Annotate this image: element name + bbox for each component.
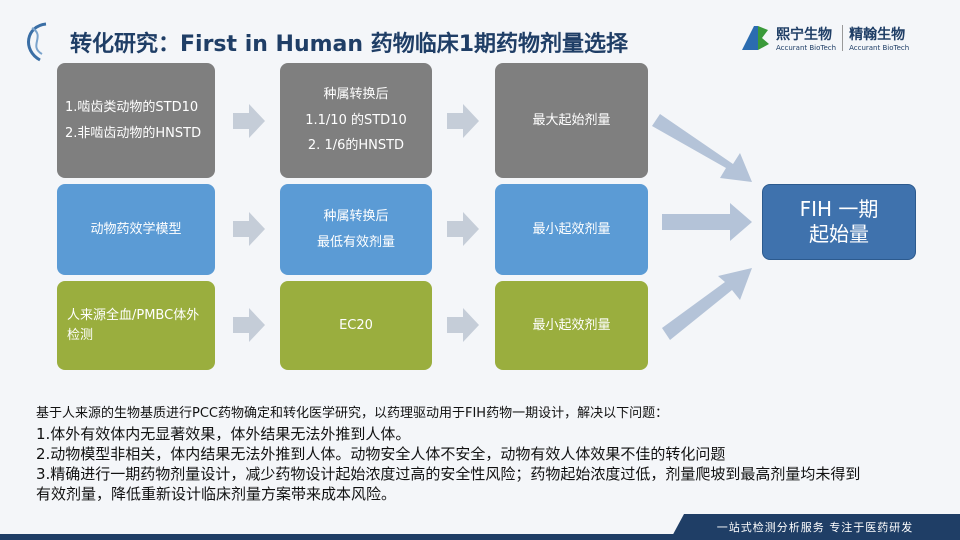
- box-text: 最低有效剂量: [316, 234, 395, 250]
- arrow-diagonal-up-icon: [662, 268, 752, 340]
- logo1-cn: 熙宁生物: [776, 27, 832, 43]
- box-text: 2.非啮齿动物的HNSTD: [65, 125, 202, 141]
- footer-slogan: 一站式检测分析服务 专注于医药研发: [670, 514, 960, 540]
- point-3: 3.精确进行一期药物剂量设计，减少药物设计起始浓度过高的安全性风险；药物起始浓度…: [36, 465, 861, 503]
- box-text: 动物药效学模型: [90, 221, 182, 237]
- box-text: 人来源全血/PMBC体外检测: [67, 308, 200, 343]
- ab-logo-icon: [742, 26, 769, 50]
- arrow-diagonal-down-icon: [652, 114, 752, 182]
- box-text: 种属转换后: [323, 87, 389, 103]
- box-min-dose-3: 最小起效剂量: [495, 281, 648, 370]
- box-min-effective: 种属转换后 最低有效剂量: [280, 184, 432, 275]
- arrow-right-icon: [233, 308, 265, 342]
- box-text: EC20: [339, 317, 373, 333]
- box-text: 2. 1/6的HNSTD: [307, 138, 405, 154]
- fih-start-dose-box: FIH 一期 起始量: [762, 184, 916, 260]
- fih-line2: 起始量: [809, 222, 869, 246]
- footer-bar: [0, 534, 960, 540]
- box-animal-model: 动物药效学模型: [57, 184, 215, 275]
- box-max-start-dose: 最大起始剂量: [495, 63, 648, 178]
- box-text: 最大起始剂量: [532, 112, 611, 128]
- box-species-conversion: 种属转换后 1.1/10 的STD10 2. 1/6的HNSTD: [280, 63, 432, 178]
- logo1-en: Accurant BioTech: [776, 44, 837, 52]
- description: 基于人来源的生物基质进行PCC药物确定和转化医学研究，以药理驱动用于FIH药物一…: [36, 404, 866, 504]
- box-ec20: EC20: [280, 281, 432, 370]
- arrow-right-icon: [447, 212, 479, 246]
- arrow-right-icon: [447, 104, 479, 138]
- box-min-dose-2: 最小起效剂量: [495, 184, 648, 275]
- box-text: 种属转换后: [323, 209, 389, 224]
- box-text: 最小起效剂量: [532, 317, 611, 333]
- fih-line1: FIH 一期: [799, 197, 879, 221]
- logo2-en: Accurant BioTech: [849, 44, 910, 52]
- dna-logo-icon: [27, 22, 47, 62]
- logo2-cn: 精翰生物: [849, 27, 906, 43]
- arrow-right-icon: [233, 212, 265, 246]
- arrow-right-icon: [662, 203, 752, 241]
- page-title: 转化研究：First in Human 药物临床1期药物剂量选择: [70, 32, 629, 57]
- arrow-right-icon: [233, 104, 265, 138]
- point-2: 2.动物模型非相关，体内结果无法外推到人体。动物安全人体不安全，动物有效人体效果…: [36, 445, 726, 463]
- box-text: 1.啮齿类动物的STD10: [65, 100, 199, 115]
- box-text: 最小起效剂量: [532, 221, 611, 237]
- intro-text: 基于人来源的生物基质进行PCC药物确定和转化医学研究，以药理驱动用于FIH药物一…: [36, 406, 669, 421]
- box-tox-species: 1.啮齿类动物的STD10 2.非啮齿动物的HNSTD: [57, 63, 215, 178]
- arrow-right-icon: [447, 308, 479, 342]
- box-human-blood: 人来源全血/PMBC体外检测: [57, 281, 215, 370]
- point-1: 1.体外有效体内无显著效果，体外结果无法外推到人体。: [36, 425, 411, 443]
- flow-arrows: [233, 104, 752, 342]
- box-text: 1.1/10 的STD10: [305, 112, 407, 128]
